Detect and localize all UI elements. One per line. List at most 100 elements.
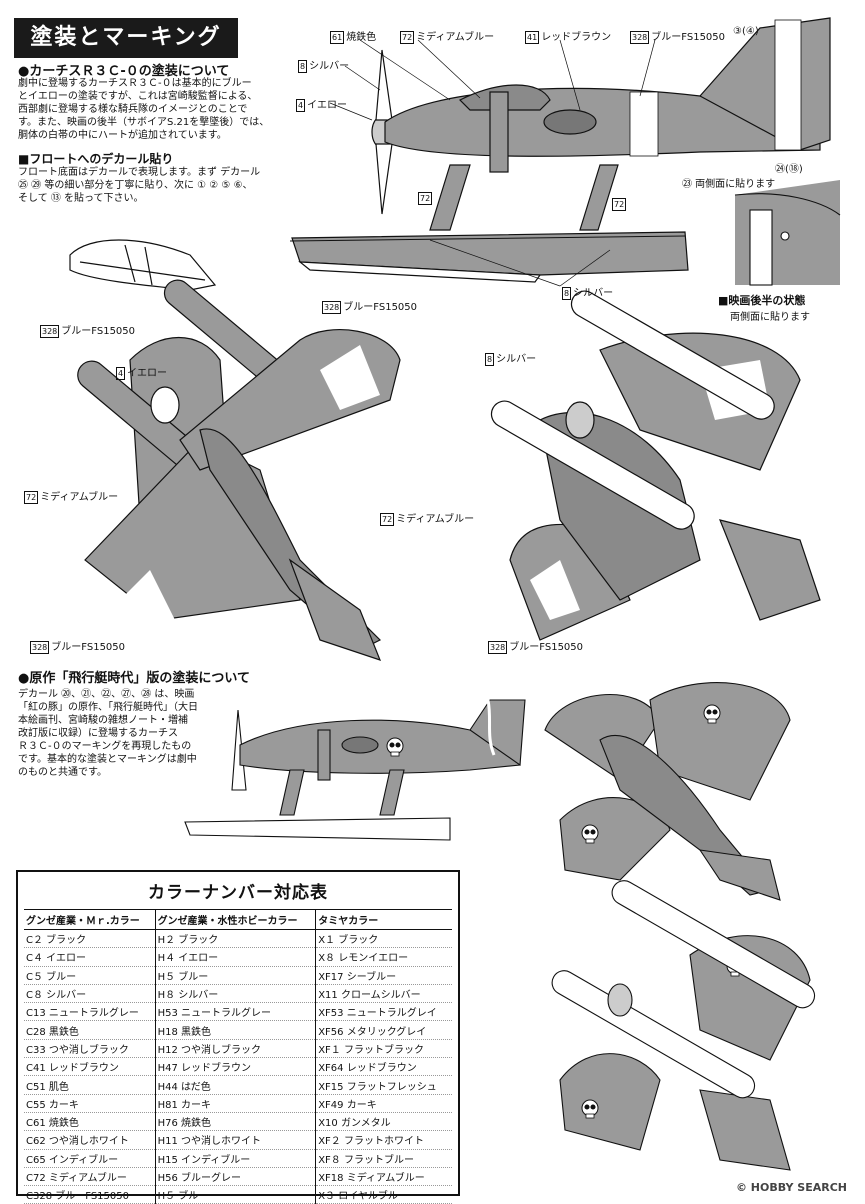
para-line: そして ⑬ を貼って下さい。 — [18, 193, 144, 204]
table-cell: XF18 ミディアムブルー — [315, 1167, 452, 1187]
para-line: 本絵画刊、宮崎駿の雑想ノート・増補 — [18, 715, 188, 726]
table-cell: XF49 カーキ — [315, 1094, 452, 1113]
table-cell: H53 ニュートラルグレー — [154, 1002, 316, 1022]
table-cell: X10 ガンメタル — [315, 1112, 452, 1132]
table-cell: C28 黒鉄色 — [24, 1020, 156, 1040]
label-3-4: ③(④) — [733, 26, 759, 37]
table-cell: C328 ブルーFS15050 — [24, 1185, 156, 1204]
table-cell: XF56 メタリックグレイ — [315, 1020, 452, 1040]
color-number-table: カラーナンバー対応表 グンゼ産業・Ｍｒ.カラー グンゼ産業・水性ホビーカラー タ… — [16, 870, 460, 1204]
paragraph-float-decal: フロート底面はデカールで表現します。まず デカール ㉕ ㉙ 等の細い部分を丁寧に… — [18, 166, 260, 205]
para-line: 改訂版に収録）に登場するカーチス — [18, 728, 178, 739]
para-line: です。基本的な塗装とマーキングは劇中 — [18, 754, 197, 765]
table-cell: C51 肌色 — [24, 1075, 156, 1095]
col-header-hobby-color: グンゼ産業・水性ホビーカラー — [154, 909, 316, 930]
side-view-aircraft — [289, 17, 831, 283]
table-cell: XF17 シーブルー — [315, 966, 452, 985]
table-cell: H81 カーキ — [154, 1094, 316, 1113]
label-23-note: ㉓ 両側面に貼ります — [682, 179, 776, 190]
table-cell: H12 つや消しブラック — [154, 1039, 316, 1059]
para-line: Ｒ３Ｃ-０のマーキングを再現したもの — [18, 741, 192, 752]
table-cell: C41 レッドブラウン — [24, 1057, 156, 1077]
table-cell: H15 インディブルー — [154, 1149, 316, 1168]
table-cell: H５ ブルー — [154, 966, 316, 985]
table-cell: C61 焼鉄色 — [24, 1112, 156, 1132]
section-title-float-decal: ■フロートへのデカール貼り — [18, 152, 174, 166]
watermark: © HOBBY SEARCH — [735, 1181, 847, 1194]
para-line: す。また、映画の後半（サボイアS.21を撃墜後）では、 — [18, 117, 270, 128]
table-cell: C55 カーキ — [24, 1094, 156, 1113]
float-decal-diagram — [69, 239, 217, 291]
table-cell: C65 インディブルー — [24, 1149, 156, 1168]
table-cell: H56 ブルーグレー — [154, 1167, 316, 1187]
table-cell: H８ シルバー — [154, 984, 316, 1004]
table-cell: X８ レモンイエロー — [315, 947, 452, 967]
color-table: グンゼ産業・Ｍｒ.カラー グンゼ産業・水性ホビーカラー タミヤカラー C２ ブラ… — [24, 909, 452, 1204]
table-cell: H47 レッドブラウン — [154, 1057, 316, 1077]
table-cell: C72 ミディアムブルー — [24, 1167, 156, 1187]
table-cell: XF64 レッドブラウン — [315, 1057, 452, 1077]
table-cell: H44 はだ色 — [154, 1075, 316, 1095]
para-line: のものと共通です。 — [18, 767, 107, 778]
table-cell: H５ ブルー — [154, 1185, 316, 1204]
table-cell: XF53 ニュートラルグレイ — [315, 1002, 452, 1022]
para-line: フロート底面はデカールで表現します。まず デカール — [18, 167, 261, 178]
top-view-original — [544, 682, 791, 901]
label-c72-gear-2: 72 — [612, 198, 627, 211]
table-cell: XF２ フラットホワイト — [315, 1130, 452, 1150]
table-cell: C５ ブルー — [24, 966, 156, 985]
table-cell: XF15 フラットフレッシュ — [315, 1075, 452, 1095]
table-cell: H76 焼鉄色 — [154, 1112, 316, 1132]
table-cell: XF８ フラットブルー — [315, 1149, 452, 1168]
col-header-mr-color: グンゼ産業・Ｍｒ.カラー — [24, 909, 156, 930]
para-line: 劇中に登場するカーチスＲ３Ｃ-０は基本的にブルー — [18, 78, 252, 89]
table-cell: H２ ブラック — [154, 929, 316, 949]
label-c72-gear: 72 — [418, 192, 433, 205]
side-view-original — [184, 699, 526, 841]
bottom-view-original — [551, 880, 816, 1171]
section-banner: 塗装とマーキング — [14, 18, 238, 58]
table-cell: C13 ニュートラルグレー — [24, 1002, 156, 1022]
table-cell: XF１ フラットブラック — [315, 1039, 452, 1059]
late-film-inset — [734, 180, 841, 286]
paragraph-original: デカール ⑳、㉑、㉒、㉗、㉘ は、映画 「紅の豚」の原作、「飛行艇時代」（大日 … — [18, 688, 198, 779]
para-line: 「紅の豚」の原作、「飛行艇時代」（大日 — [18, 702, 198, 713]
table-cell: C33 つや消しブラック — [24, 1039, 156, 1059]
table-cell: C８ シルバー — [24, 984, 156, 1004]
section-title-r3c0: ●カーチスＲ３Ｃ-０の塗装について — [18, 64, 230, 79]
table-cell: C４ イエロー — [24, 947, 156, 967]
para-line: ㉕ ㉙ 等の細い部分を丁寧に貼り、次に ① ② ⑤ ⑥、 — [18, 180, 253, 191]
table-cell: C２ ブラック — [24, 929, 156, 949]
para-line: デカール ⑳、㉑、㉒、㉗、㉘ は、映画 — [18, 689, 195, 700]
bottom-view-aircraft-1 — [490, 290, 821, 641]
table-title: カラーナンバー対応表 — [148, 883, 328, 903]
table-cell: X３ ロイヤルブルー — [315, 1185, 452, 1204]
label-24-18: ㉔(⑱) — [775, 164, 803, 175]
table-cell: X11 クロームシルバー — [315, 984, 452, 1004]
